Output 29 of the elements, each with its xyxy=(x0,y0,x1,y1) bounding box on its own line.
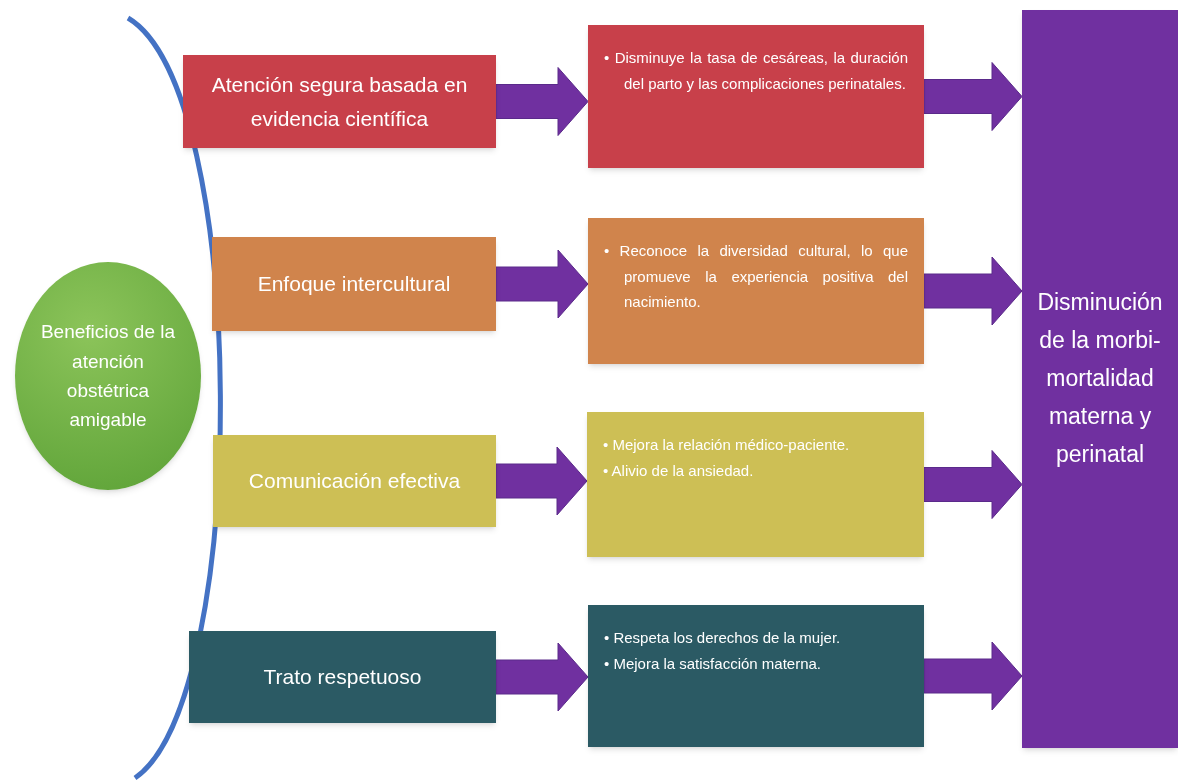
block-arrow xyxy=(923,450,1023,519)
bullet-text: • Disminuye la tasa de cesáreas, la duración del parto y las complicaciones perinatales. xyxy=(604,48,908,94)
block-arrow xyxy=(495,249,589,319)
text-box xyxy=(587,412,924,557)
node-text: Trato respetuoso xyxy=(263,664,422,691)
block-arrow xyxy=(495,446,588,516)
bullet-text: • Reconoce la diversidad cultural, lo que promueve la experiencia positiva del nacimiento. xyxy=(604,241,908,312)
benefit-box xyxy=(213,435,496,527)
block-arrow xyxy=(495,642,589,712)
bullet-text: • Mejora la satisfacción materna. xyxy=(604,653,822,674)
benefit-box xyxy=(212,237,496,331)
block-arrow xyxy=(923,62,1023,131)
text-box xyxy=(588,25,924,168)
node-text: Atención segura basada en evidencia científica xyxy=(210,71,469,132)
block-arrow xyxy=(923,641,1023,711)
text-box xyxy=(588,605,924,747)
bullet-text: • Respeta los derechos de la mujer. xyxy=(604,628,842,648)
bullet-text: • Alivio de la ansiedad. xyxy=(603,460,755,481)
benefit-box xyxy=(189,631,496,723)
result-box xyxy=(1022,10,1178,748)
block-arrow xyxy=(495,67,589,136)
node-text: Comunicación efectiva xyxy=(248,468,461,495)
bullet-text: • Mejora la relación médico-paciente. xyxy=(603,435,851,455)
text-box xyxy=(588,218,924,364)
node-text: Disminución de la morbi-mortalidad materna y perinatal xyxy=(1037,288,1163,469)
benefit-box xyxy=(183,55,496,148)
block-arrow xyxy=(923,256,1023,326)
node-text: Beneficios de la atención obstétrica amigable xyxy=(39,320,177,433)
node-text: Enfoque intercultural xyxy=(257,271,451,298)
